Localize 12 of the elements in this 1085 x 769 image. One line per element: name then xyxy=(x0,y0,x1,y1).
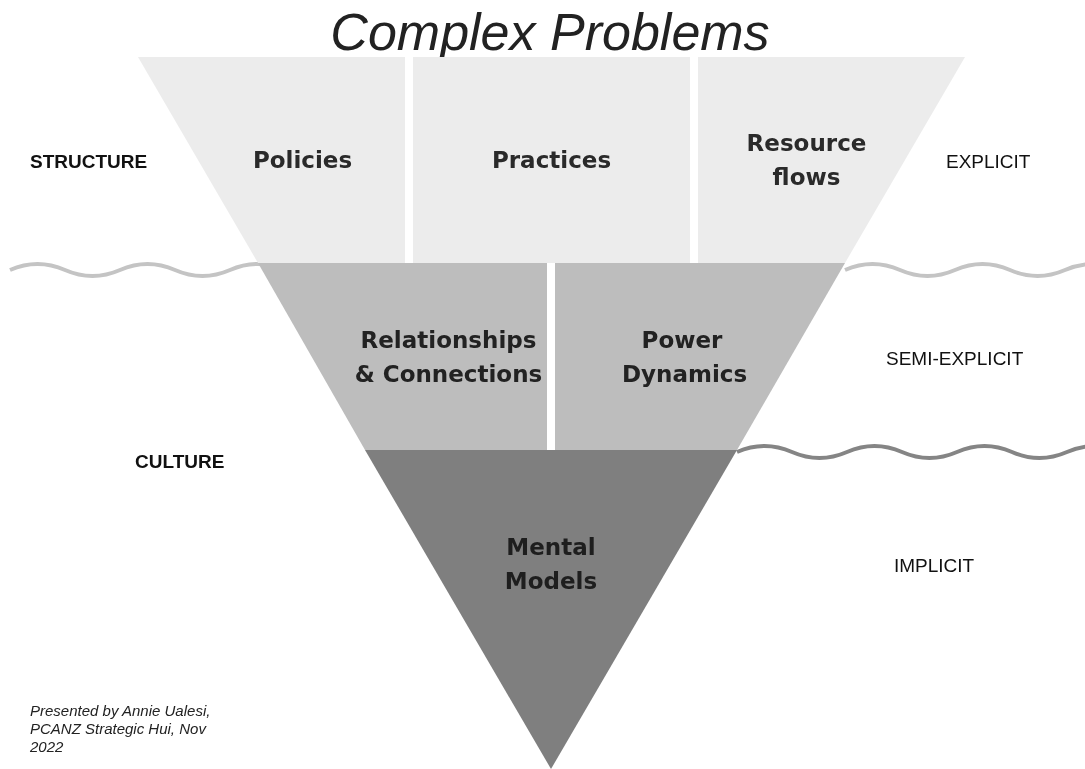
level-label: STRUCTURE xyxy=(30,150,148,174)
level-label: CULTURE xyxy=(135,450,225,474)
segment-label: Relationships & Connections xyxy=(353,325,544,389)
level-label: EXPLICIT xyxy=(946,150,1031,174)
segment-label: Mental Models xyxy=(503,532,599,596)
segment-label: Practices xyxy=(490,146,613,175)
segment-label: Resource flows xyxy=(745,129,868,192)
segment-label: Policies xyxy=(251,146,354,175)
caption: Presented by Annie Ualesi, PCANZ Strategic Hui, Nov 2022 xyxy=(30,702,212,756)
title: Complex Problems xyxy=(329,4,771,60)
level-label: IMPLICIT xyxy=(894,554,975,578)
level-label: SEMI-EXPLICIT xyxy=(886,347,1024,371)
